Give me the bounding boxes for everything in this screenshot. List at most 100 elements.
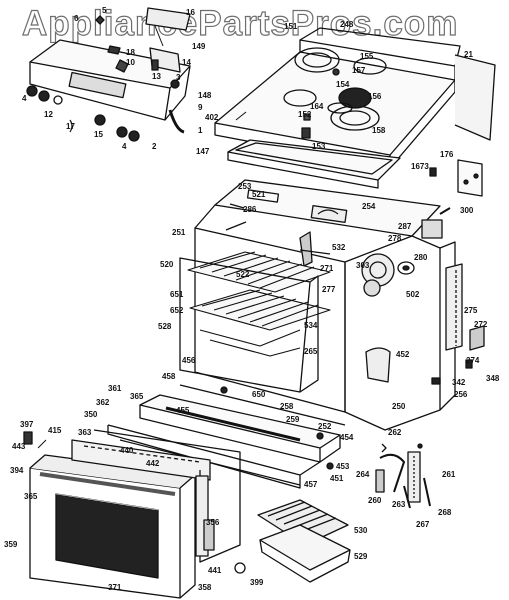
part-label: 154 bbox=[336, 80, 350, 89]
part-label: 268 bbox=[438, 508, 452, 517]
part-label: 1673 bbox=[411, 162, 429, 171]
part-label: 262 bbox=[388, 428, 402, 437]
part-label: 253 bbox=[238, 182, 252, 191]
part-label: 274 bbox=[466, 356, 480, 365]
part-label: 440 bbox=[120, 446, 134, 455]
cooktop-frame bbox=[227, 139, 401, 189]
part-label: 155 bbox=[360, 52, 374, 61]
part-label: 267 bbox=[416, 520, 430, 529]
part-label: 443 bbox=[12, 442, 26, 451]
part-label: 275 bbox=[464, 306, 478, 315]
part-label: 520 bbox=[160, 260, 174, 269]
part-label: 264 bbox=[356, 470, 370, 479]
part-label: 362 bbox=[96, 398, 110, 407]
part-label: 365 bbox=[130, 392, 144, 401]
part-label: 2 bbox=[152, 142, 157, 151]
part-label: 176 bbox=[440, 150, 454, 159]
part-label: 254 bbox=[362, 202, 376, 211]
part-label: 152 bbox=[298, 110, 312, 119]
part-label: 532 bbox=[332, 243, 346, 252]
part-label: 6 bbox=[74, 14, 79, 23]
small-parts bbox=[220, 159, 483, 574]
part-label: 151 bbox=[284, 22, 298, 31]
part-label: 528 bbox=[158, 322, 172, 331]
part-label: 415 bbox=[48, 426, 62, 435]
part-label: 261 bbox=[442, 470, 456, 479]
part-label: 650 bbox=[252, 390, 266, 399]
part-label: 529 bbox=[354, 552, 368, 561]
part-label: 164 bbox=[310, 102, 324, 111]
part-label: 251 bbox=[172, 228, 186, 237]
part-label: 149 bbox=[192, 42, 206, 51]
part-label: 361 bbox=[108, 384, 122, 393]
part-label: 651 bbox=[170, 290, 184, 299]
part-label: 521 bbox=[252, 190, 266, 199]
part-label: 356 bbox=[206, 518, 220, 527]
part-label: 15 bbox=[94, 130, 103, 139]
part-label: 9 bbox=[198, 103, 203, 112]
part-label: 156 bbox=[368, 92, 382, 101]
part-label: 16 bbox=[186, 8, 195, 17]
part-label: 148 bbox=[198, 91, 212, 100]
part-label: 534 bbox=[304, 321, 318, 330]
part-label: 402 bbox=[205, 113, 219, 122]
part-label: 458 bbox=[162, 372, 176, 381]
broiler-pan bbox=[257, 499, 351, 583]
part-label: 271 bbox=[320, 264, 334, 273]
part-label: 252 bbox=[318, 422, 332, 431]
part-label: 451 bbox=[330, 474, 344, 483]
part-label: 365 bbox=[24, 492, 38, 501]
part-label: 363 bbox=[78, 428, 92, 437]
part-label: 454 bbox=[340, 433, 354, 442]
part-label: 441 bbox=[208, 566, 222, 575]
part-label: 359 bbox=[4, 540, 18, 549]
part-label: 286 bbox=[243, 205, 257, 214]
part-label: 147 bbox=[196, 147, 210, 156]
part-label: 12 bbox=[44, 110, 53, 119]
part-label: 456 bbox=[182, 356, 196, 365]
part-label: 442 bbox=[146, 459, 160, 468]
part-label: 397 bbox=[20, 420, 34, 429]
part-label: 453 bbox=[336, 462, 350, 471]
part-label: 455 bbox=[176, 406, 190, 415]
part-label: 248 bbox=[340, 20, 354, 29]
part-label: 280 bbox=[414, 253, 428, 262]
part-label: 10 bbox=[126, 58, 135, 67]
part-label: 350 bbox=[84, 410, 98, 419]
part-label: 250 bbox=[392, 402, 406, 411]
part-label: 1 bbox=[198, 126, 203, 135]
oven-liner bbox=[179, 257, 319, 393]
part-label: 259 bbox=[286, 415, 300, 424]
part-label: 157 bbox=[352, 66, 366, 75]
part-label: 17 bbox=[66, 122, 75, 131]
part-label: 522 bbox=[236, 270, 250, 279]
part-label: 277 bbox=[322, 285, 336, 294]
part-label: 158 bbox=[372, 126, 386, 135]
part-label: 260 bbox=[368, 496, 382, 505]
part-label: 272 bbox=[474, 320, 488, 329]
part-label: 371 bbox=[108, 583, 122, 592]
part-label: 457 bbox=[304, 480, 318, 489]
part-label: 5 bbox=[102, 6, 107, 15]
part-label: 502 bbox=[406, 290, 420, 299]
part-label: 263 bbox=[392, 500, 406, 509]
part-label: 652 bbox=[170, 306, 184, 315]
part-label: 4 bbox=[22, 94, 27, 103]
part-label: 153 bbox=[312, 142, 326, 151]
part-label: 452 bbox=[396, 350, 410, 359]
part-label: 3 bbox=[176, 73, 181, 82]
part-label: 4 bbox=[122, 142, 127, 151]
part-label: 278 bbox=[388, 234, 402, 243]
part-label: 265 bbox=[304, 347, 318, 356]
part-label: 342 bbox=[452, 378, 466, 387]
part-label: 18 bbox=[126, 48, 135, 57]
part-label: 399 bbox=[250, 578, 264, 587]
part-label: 300 bbox=[460, 206, 474, 215]
part-label: 530 bbox=[354, 526, 368, 535]
part-label: 13 bbox=[152, 72, 161, 81]
part-label: 287 bbox=[398, 222, 412, 231]
part-label: 348 bbox=[486, 374, 500, 383]
part-label: 14 bbox=[182, 58, 191, 67]
